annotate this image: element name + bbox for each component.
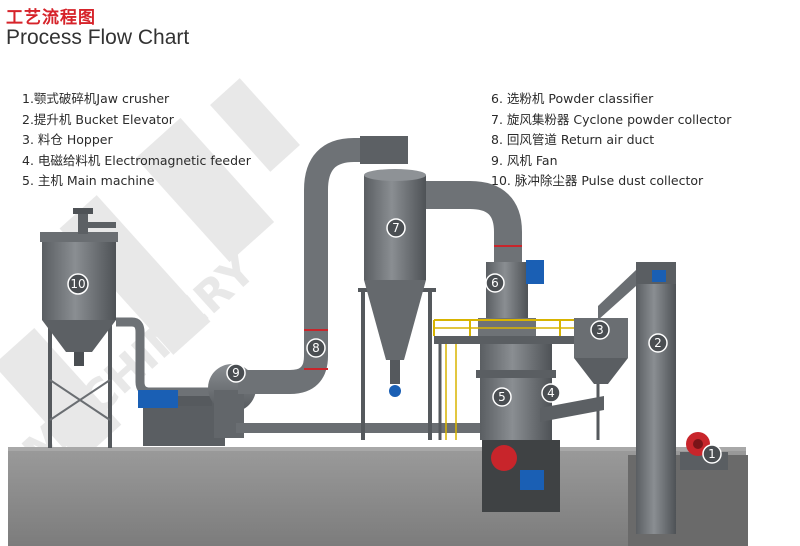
svg-text:7: 7	[392, 221, 400, 235]
marker-6: 6	[485, 273, 505, 293]
ground-slab	[8, 449, 746, 546]
marker-3: 3	[590, 320, 610, 340]
legend-item-pulse-dust-collector: 10. 脉冲除尘器 Pulse dust collector	[491, 173, 704, 189]
svg-text:5: 5	[498, 390, 506, 404]
legend-item-main-machine: 5. 主机 Main machine	[22, 173, 155, 189]
legend-item-fan: 9. 风机 Fan	[491, 152, 558, 168]
main-machine	[476, 260, 556, 440]
marker-5: 5	[492, 387, 512, 407]
marker-10: 10	[67, 273, 89, 295]
marker-1: 1	[702, 444, 722, 464]
page-title-english: Process Flow Chart	[6, 26, 190, 49]
svg-text:10: 10	[70, 277, 85, 291]
legend-left: 1.颚式破碎机Jaw crusher 2.提升机 Bucket Elevator…	[22, 89, 251, 192]
svg-text:9: 9	[232, 366, 240, 380]
legend-item-powder-classifier: 6. 选粉机 Powder classifier	[491, 91, 654, 106]
svg-text:8: 8	[312, 341, 320, 355]
legend-item-return-air-duct: 8. 回风管道 Return air duct	[491, 132, 655, 148]
legend-item-bucket-elevator: 2.提升机 Bucket Elevator	[22, 111, 174, 127]
classifier-duct	[426, 181, 522, 262]
svg-text:6: 6	[491, 276, 499, 290]
cyclone-powder-collector	[358, 169, 436, 440]
svg-text:4: 4	[547, 386, 555, 400]
main-motor	[520, 470, 544, 490]
floor-pipe	[236, 423, 526, 433]
main-motor-pulley	[491, 445, 517, 471]
legend-item-jaw-crusher: 1.颚式破碎机Jaw crusher	[22, 91, 170, 106]
legend-item-electromagnetic-feeder: 4. 电磁给料机 Electromagnetic feeder	[22, 152, 251, 168]
svg-text:3: 3	[596, 323, 604, 337]
svg-text:2: 2	[654, 336, 662, 350]
page-title-chinese: 工艺流程图	[6, 8, 96, 28]
legend-item-hopper: 3. 料仓 Hopper	[22, 132, 113, 148]
marker-4: 4	[541, 383, 561, 403]
marker-7: 7	[386, 218, 406, 238]
marker-9: 9	[226, 363, 246, 383]
return-air-duct	[238, 138, 408, 394]
svg-text:1: 1	[708, 447, 716, 461]
bucket-elevator	[598, 262, 676, 534]
electromagnetic-feeder	[540, 396, 604, 422]
legend-right: 6. 选粉机 Powder classifier 7. 旋风集粉器 Cyclon…	[491, 89, 731, 192]
marker-2: 2	[648, 333, 668, 353]
legend-item-cyclone-collector: 7. 旋风集粉器 Cyclone powder collector	[491, 111, 732, 127]
marker-8: 8	[306, 338, 326, 358]
